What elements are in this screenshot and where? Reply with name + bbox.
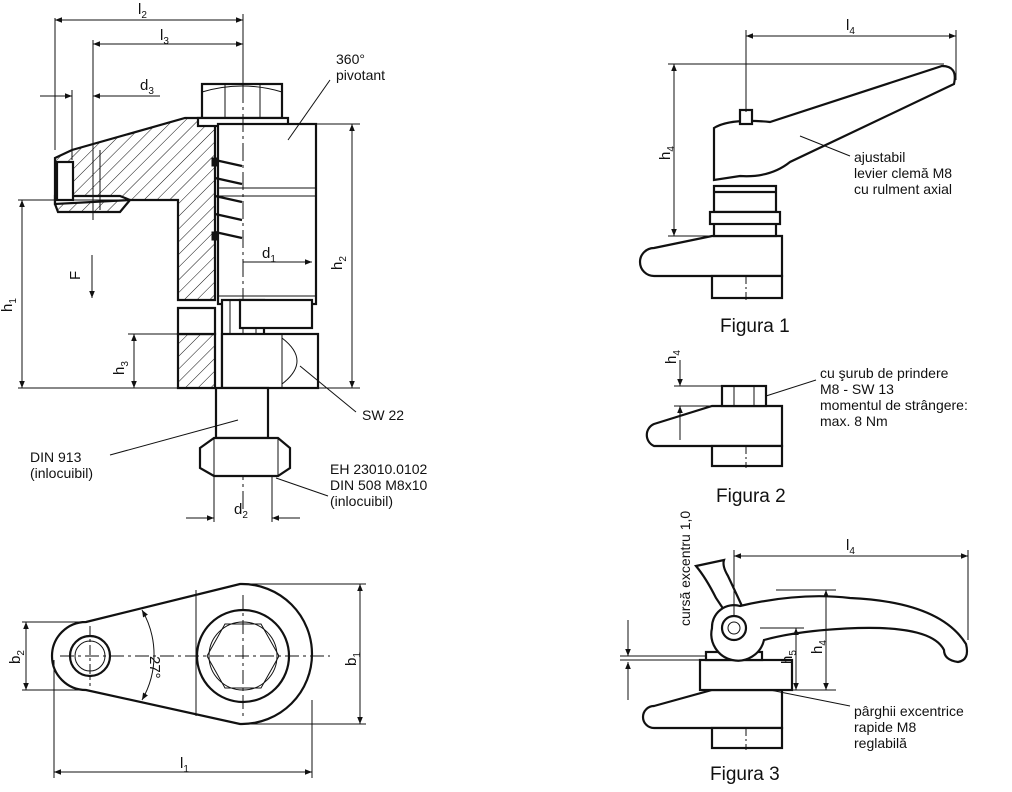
dim-h2: h2 <box>329 256 349 270</box>
pivot-body <box>216 122 318 306</box>
fig3-base-block <box>698 658 794 692</box>
fig2-callout-4: max. 8 Nm <box>820 413 888 429</box>
fig3-callout-1: pârghii excentrice <box>854 703 964 719</box>
angle-27: 27° <box>146 656 163 679</box>
stroke-label: cursă excentru 1,0 <box>677 511 693 626</box>
main-view-callouts: 360° pivotant SW 22 DIN 913 (inlocuibil)… <box>30 51 428 509</box>
fig2-callout-1: cu şurub de prindere <box>820 365 949 381</box>
main-view-dimensions: l2 l3 d3 h1 F h2 h3 d1 d2 <box>0 1 360 522</box>
hex-nut-sw22 <box>220 332 320 390</box>
dim-l4-fig3: l4 <box>846 537 855 557</box>
dim-h5-fig3: h5 <box>779 650 799 664</box>
figure-2-caption: Figura 2 <box>716 486 786 507</box>
fig1-lever <box>712 64 956 182</box>
fig1-callout-3: cu rulment axial <box>854 181 952 197</box>
plan-view-dimensions: b2 b1 l1 <box>7 583 366 778</box>
dim-h4-fig3: h4 <box>809 640 829 654</box>
fig3-pivot <box>720 614 748 642</box>
fig3-ghost-lever <box>693 558 744 612</box>
figure-1: l4 h4 ajustabil levier clemă M8 cu rulme… <box>638 17 957 337</box>
dim-d3: d3 <box>140 77 154 97</box>
figure-1-caption: Figura 1 <box>720 316 790 337</box>
thrust-pad <box>198 436 292 478</box>
dim-h4-fig1: h4 <box>657 146 677 160</box>
figure-2: h4 cu şurub de prindere M8 - SW 13 momen… <box>645 350 968 507</box>
callout-eh-note: (inlocuibil) <box>330 493 393 509</box>
force-label: F <box>67 271 84 280</box>
callout-sw22: SW 22 <box>362 407 404 423</box>
fig1-callout-1: ajustabil <box>854 149 905 165</box>
fig1-callout-2: levier clemă M8 <box>854 165 952 181</box>
base-section <box>176 332 217 390</box>
spring <box>211 157 243 241</box>
arm-nose <box>55 160 75 202</box>
callout-din508: DIN 508 M8x10 <box>330 477 427 493</box>
fig1-clamp-arm <box>638 234 784 278</box>
callout-din913: DIN 913 <box>30 449 82 465</box>
fig3-callout-3: reglabilă <box>854 735 907 751</box>
dim-d2: d2 <box>234 501 248 521</box>
callout-pivotant: pivotant <box>336 67 385 83</box>
callout-eh: EH 23010.0102 <box>330 461 428 477</box>
dim-b1: b1 <box>343 652 363 666</box>
bolt-head <box>200 82 284 120</box>
plan-view: 27° <box>50 582 330 726</box>
fig2-callout-3: momentul de strângere: <box>820 397 968 413</box>
fig2-clamp-arm <box>645 404 784 448</box>
dim-b2: b2 <box>7 650 27 664</box>
dim-h4-fig2: h4 <box>663 350 683 364</box>
fig2-screw-head <box>720 384 768 408</box>
fig3-lever <box>710 595 969 664</box>
fig3-clamp-arm <box>641 688 784 730</box>
dim-l4-fig1: l4 <box>846 17 855 37</box>
dim-l3: l3 <box>160 27 169 47</box>
main-section-view <box>53 56 320 510</box>
dim-d1: d1 <box>262 245 276 265</box>
dim-h3: h3 <box>111 361 131 375</box>
callout-360: 360° <box>336 51 365 67</box>
clamp-arm <box>53 116 217 302</box>
fig2-callout-2: M8 - SW 13 <box>820 381 894 397</box>
dim-h1: h1 <box>0 298 19 312</box>
figure-3: cursă excentru 1,0 l4 h4 h5 pârghii exce… <box>620 511 969 785</box>
callout-din913-note: (inlocuibil) <box>30 465 93 481</box>
dim-l1: l1 <box>180 755 189 775</box>
fig3-callout-2: rapide M8 <box>854 719 916 735</box>
figure-3-caption: Figura 3 <box>710 764 780 785</box>
dim-l2: l2 <box>138 1 147 21</box>
